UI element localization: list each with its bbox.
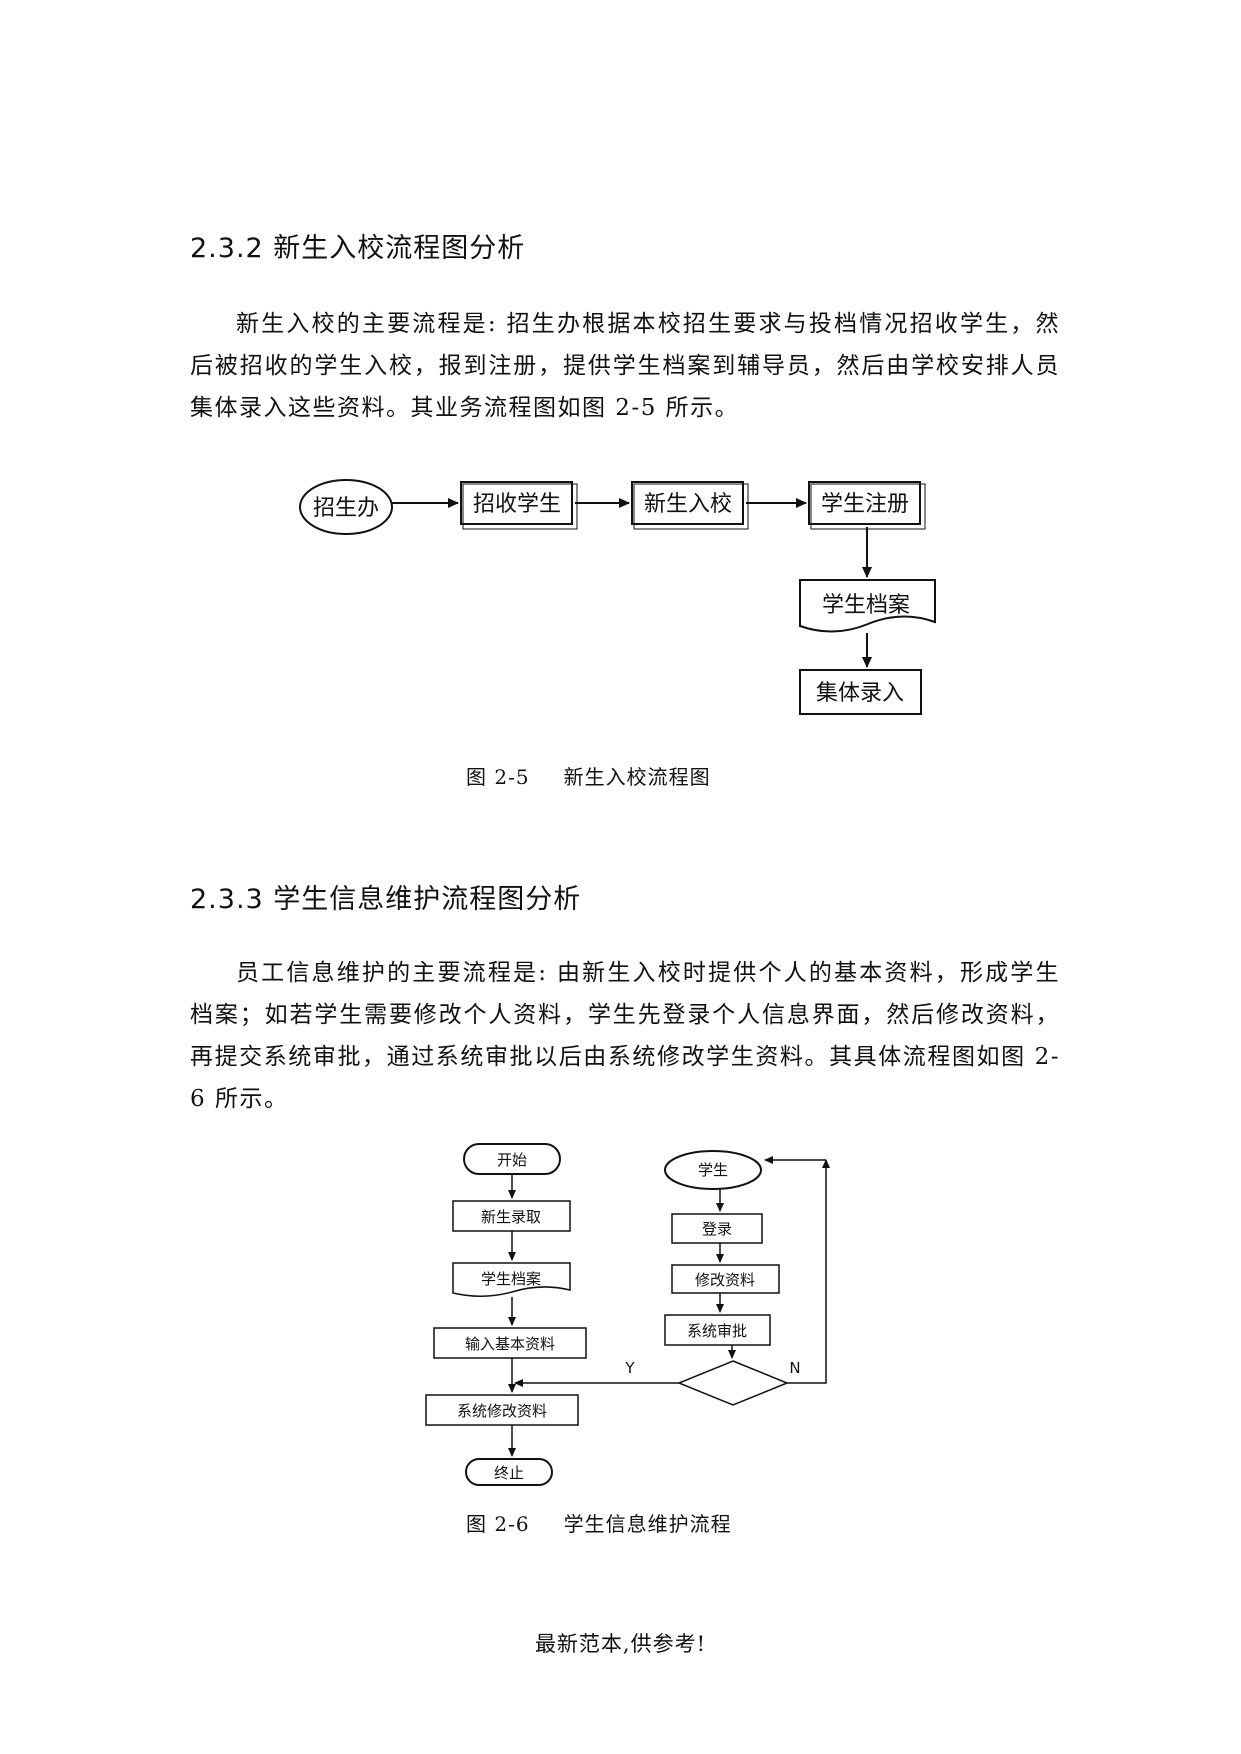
caption-number: 图 2-5 xyxy=(466,765,530,789)
flow2-start-node: 开始 xyxy=(463,1143,561,1175)
section-heading-2-3-3: 2.3.3 学生信息维护流程图分析 xyxy=(190,884,582,915)
flow1-step-batch-entry: 集体录入 xyxy=(799,669,922,715)
flow2-step-enroll-label: 新生录取 xyxy=(481,1208,541,1226)
section-paragraph-2-3-3: 员工信息维护的主要流程是: 由新生入校时提供个人的基本资料，形成学生档案；如若学… xyxy=(190,960,1060,1112)
flow2-step-approve-label: 系统审批 xyxy=(687,1322,747,1340)
flow2-step-system-modify-label: 系统修改资料 xyxy=(457,1402,547,1420)
flow1-document-archive: 学生档案 xyxy=(799,579,936,633)
flow1-step-recruit-label: 招收学生 xyxy=(473,492,561,517)
caption-title: 学生信息维护流程 xyxy=(563,1512,732,1536)
figure-caption-2-6: 图 2-6 学生信息维护流程 xyxy=(466,1508,732,1537)
flow2-start-label: 开始 xyxy=(497,1151,527,1169)
section-paragraph-2-3-2: 新生入校的主要流程是: 招生办根据本校招生要求与投档情况招收学生，然后被招收的学… xyxy=(190,311,1060,421)
flow1-start-node: 招生办 xyxy=(299,479,393,535)
flowchart-student-info-maintenance: 开始 新生录取 学生档案 输入基本资料 系统修改资料 终止 学生 登录 修改资料 xyxy=(425,1143,830,1486)
flow2-arrow-no xyxy=(787,1159,830,1384)
caption-number: 图 2-6 xyxy=(466,1512,530,1536)
page-footer: 最新范本,供参考! xyxy=(534,1632,707,1656)
flow2-end-node: 终止 xyxy=(465,1458,553,1486)
flow2-end-label: 终止 xyxy=(494,1464,524,1482)
flow1-step-register: 学生注册 xyxy=(808,481,926,530)
flowchart-new-student-admission: 招生办 招收学生 新生入校 学生注册 学生档案 集体录入 xyxy=(299,479,936,715)
flow2-student-label: 学生 xyxy=(698,1161,728,1179)
section-heading-2-3-2: 2.3.2 新生入校流程图分析 xyxy=(190,233,526,264)
caption-title: 新生入校流程图 xyxy=(563,765,711,789)
flow1-step-register-label: 学生注册 xyxy=(821,492,909,517)
flow2-step-login: 登录 xyxy=(671,1213,763,1244)
flow2-step-modify: 修改资料 xyxy=(671,1264,780,1294)
flow2-step-enroll: 新生录取 xyxy=(452,1200,571,1232)
flow2-student-node: 学生 xyxy=(664,1150,762,1190)
figure-caption-2-5: 图 2-5 新生入校流程图 xyxy=(466,761,711,790)
flow2-step-input-label: 输入基本资料 xyxy=(465,1335,555,1353)
flow2-document-archive: 学生档案 xyxy=(452,1262,571,1297)
flow2-step-system-modify: 系统修改资料 xyxy=(425,1394,579,1426)
flow2-no-label: N xyxy=(789,1359,800,1377)
flow1-start-label: 招生办 xyxy=(313,496,379,521)
flow2-step-login-label: 登录 xyxy=(702,1220,732,1238)
flow1-step-enter-label: 新生入校 xyxy=(644,492,732,517)
flow2-document-label: 学生档案 xyxy=(481,1270,541,1288)
flow2-yes-label: Y xyxy=(624,1359,635,1377)
flow2-step-input: 输入基本资料 xyxy=(433,1327,587,1359)
flow2-step-approve: 系统审批 xyxy=(664,1314,771,1346)
flow2-decision-node xyxy=(677,1360,789,1406)
flow1-step-enter: 新生入校 xyxy=(631,481,749,530)
flow1-document-label: 学生档案 xyxy=(822,593,910,618)
flow1-step-batch-entry-label: 集体录入 xyxy=(816,681,904,706)
flow2-step-modify-label: 修改资料 xyxy=(695,1271,755,1289)
flow1-step-recruit: 招收学生 xyxy=(460,481,578,530)
